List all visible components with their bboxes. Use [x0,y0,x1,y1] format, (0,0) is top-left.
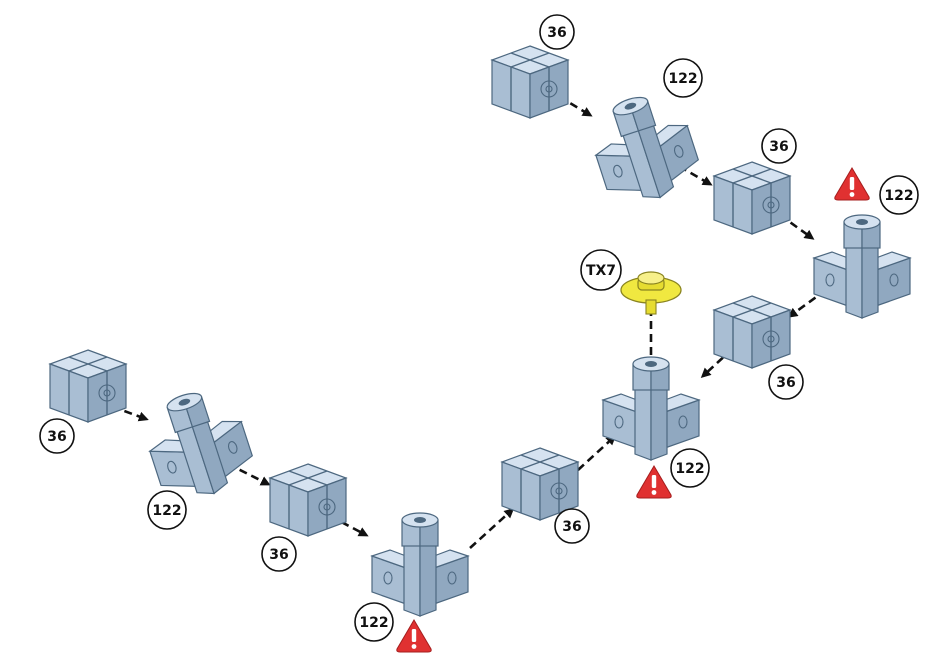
label-tx7: TX7 [581,250,621,290]
cube-part-a1 [50,350,126,422]
svg-text:122: 122 [884,188,913,204]
svg-text:TX7: TX7 [586,263,616,279]
label-b3: 36 [762,129,796,163]
cube-part-a3 [270,464,346,536]
label-a6: 122 [671,449,709,487]
warning-triangle-icon [397,620,431,652]
label-a4: 122 [355,603,393,641]
svg-text:36: 36 [562,519,581,535]
svg-text:36: 36 [547,25,566,41]
hub-part-b4 [814,215,910,318]
label-a3: 36 [262,537,296,571]
warning-triangle-icon [637,466,671,498]
hub-part-a2 [137,381,260,509]
warning-triangle-icon [835,168,869,200]
svg-text:122: 122 [152,503,181,519]
cube-part-b5 [714,296,790,368]
cube-part-b1 [492,46,568,118]
label-b2: 122 [664,59,702,97]
label-a1: 36 [40,419,74,453]
hub-part-b2 [583,85,706,213]
svg-text:122: 122 [675,461,704,477]
svg-text:36: 36 [269,547,288,563]
label-b4: 122 [880,176,918,214]
svg-text:122: 122 [668,71,697,87]
svg-text:36: 36 [776,375,795,391]
hub-part-a4 [372,513,468,616]
svg-text:36: 36 [769,139,788,155]
screw-part-tx7 [621,272,681,314]
label-a5: 36 [555,509,589,543]
svg-text:122: 122 [359,615,388,631]
label-b1: 36 [540,15,574,49]
cube-part-b3 [714,162,790,234]
arrow-a4-a5 [470,510,512,548]
label-b5: 36 [769,365,803,399]
arrow-a5-a6 [578,437,614,470]
svg-text:36: 36 [47,429,66,445]
label-a2: 122 [148,491,186,529]
hub-part-a6 [603,357,699,460]
